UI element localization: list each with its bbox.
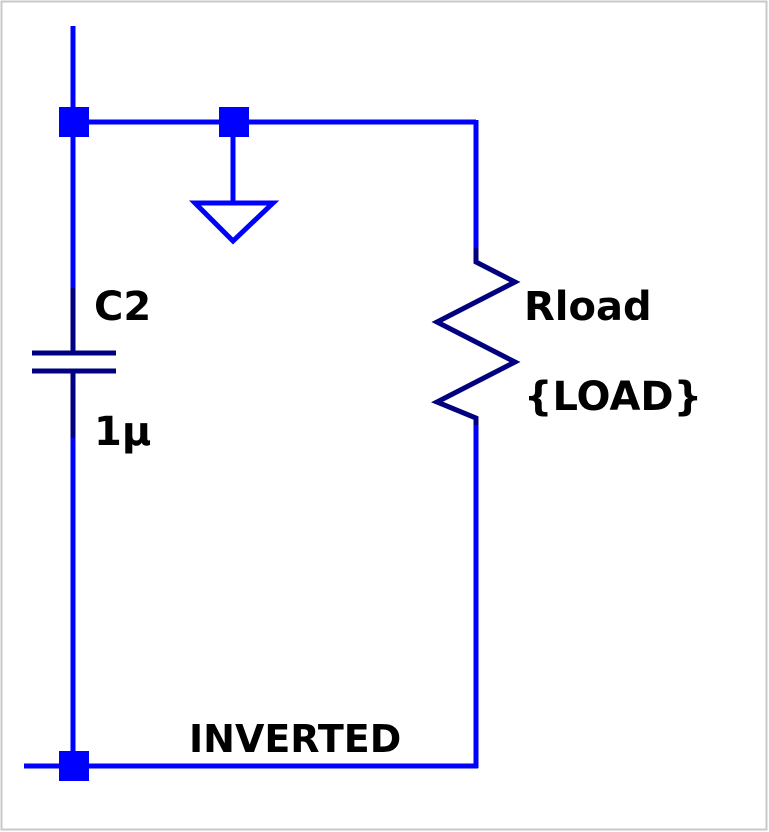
resistor-value-label: {LOAD}	[524, 374, 702, 420]
capacitor-c2[interactable]	[32, 288, 116, 438]
ground-icon[interactable]	[188, 200, 280, 245]
net-label-inverted: INVERTED	[189, 717, 401, 761]
junction-dot-bottom-left[interactable]	[59, 751, 89, 781]
resistor-rload[interactable]	[431, 248, 521, 425]
capacitor-value-label: 1µ	[94, 409, 151, 455]
junction-dot-ground[interactable]	[219, 107, 249, 137]
junction-dot-top-left[interactable]	[59, 107, 89, 137]
capacitor-name-label: C2	[94, 284, 151, 330]
resistor-name-label: Rload	[524, 284, 652, 330]
resistor-zigzag	[431, 248, 521, 425]
